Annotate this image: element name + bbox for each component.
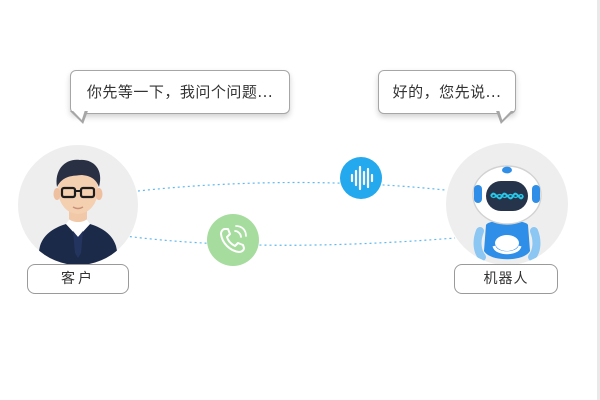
- robot-icon: [472, 165, 542, 261]
- robot-label-text: 机器人: [483, 271, 529, 287]
- right-edge-divider: [597, 0, 600, 400]
- customer-person-icon: [36, 159, 120, 265]
- phone-call-icon: [207, 214, 259, 266]
- customer-label: 客户: [27, 264, 129, 294]
- customer-speech-bubble: 你先等一下，我问个问题...: [70, 70, 290, 114]
- robot-label: 机器人: [454, 264, 558, 294]
- customer-label-text: 客户: [61, 271, 95, 287]
- voice-wave-icon: [340, 157, 382, 199]
- robot-speech-text: 好的，您先说...: [392, 83, 502, 101]
- customer-bubble-tail: [69, 111, 93, 124]
- lower-connector-line: [124, 235, 456, 246]
- customer-speech-text: 你先等一下，我问个问题...: [86, 83, 274, 101]
- upper-connector-line: [137, 181, 446, 192]
- robot-speech-bubble: 好的，您先说...: [378, 70, 516, 114]
- customer-avatar: [18, 145, 138, 265]
- robot-avatar: [446, 143, 568, 265]
